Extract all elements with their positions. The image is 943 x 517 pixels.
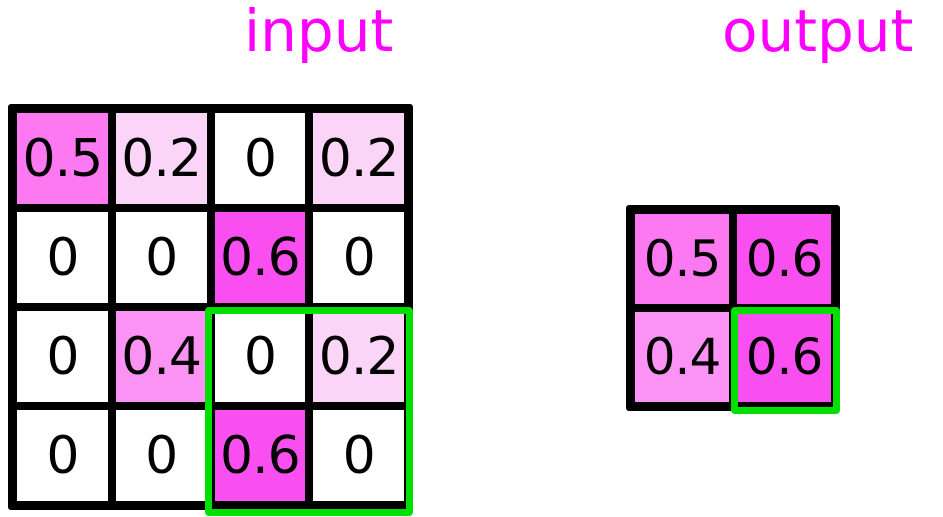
input-cell-value: 0 xyxy=(243,128,277,189)
input-cell-r2-c0: 0 xyxy=(17,311,108,402)
input-cell-r1-c2: 0.6 xyxy=(214,212,306,303)
input-cell-r0-c3: 0.2 xyxy=(313,113,404,204)
input-cell-value: 0.5 xyxy=(22,128,104,189)
input-cell-value: 0 xyxy=(342,425,376,486)
input-cell-value: 0 xyxy=(46,425,79,486)
output-cell-r0-c1: 0.6 xyxy=(737,214,831,304)
input-cell-value: 0.6 xyxy=(220,425,301,486)
input-cell-value: 0 xyxy=(145,425,178,486)
output-cell-value: 0.5 xyxy=(643,230,722,288)
output-cell-value: 0.6 xyxy=(745,230,824,288)
output-panel-title: output xyxy=(722,0,914,65)
input-matrix-grid: 0.5 0.2 0 0.2 0 0 0.6 0 0 0.4 0 0.2 0 0 0.6 0 xyxy=(8,104,413,510)
input-cell-r2-c3: 0.2 xyxy=(313,311,404,402)
output-matrix-grid: 0.5 0.6 0.4 0.6 xyxy=(626,205,840,411)
input-cell-r3-c2: 0.6 xyxy=(214,410,306,501)
input-cell-value: 0.4 xyxy=(121,326,202,387)
input-cell-value: 0.2 xyxy=(318,326,400,387)
input-cell-value: 0.6 xyxy=(220,227,301,288)
input-cell-r2-c2: 0 xyxy=(214,311,306,402)
input-cell-r0-c1: 0.2 xyxy=(115,113,207,204)
input-cell-value: 0 xyxy=(342,227,376,288)
input-cell-r3-c3: 0 xyxy=(313,410,404,501)
input-cell-r2-c1: 0.4 xyxy=(115,311,207,402)
input-panel-title: input xyxy=(244,0,394,65)
input-cell-value: 0 xyxy=(243,326,277,387)
output-cell-value: 0.4 xyxy=(643,328,722,386)
input-cell-r3-c1: 0 xyxy=(115,410,207,501)
input-cell-r1-c3: 0 xyxy=(313,212,404,303)
input-cell-value: 0 xyxy=(145,227,178,288)
input-cell-r1-c1: 0 xyxy=(115,212,207,303)
input-cell-value: 0.2 xyxy=(121,128,202,189)
input-cell-r3-c0: 0 xyxy=(17,410,108,501)
input-cell-r0-c2: 0 xyxy=(214,113,306,204)
input-cell-value: 0 xyxy=(46,326,79,387)
output-cell-r1-c0: 0.4 xyxy=(635,312,729,402)
input-cell-value: 0.2 xyxy=(318,128,400,189)
input-cell-value: 0 xyxy=(46,227,79,288)
output-cell-r0-c0: 0.5 xyxy=(635,214,729,304)
input-cell-r0-c0: 0.5 xyxy=(17,113,108,204)
output-cell-value: 0.6 xyxy=(745,328,824,386)
output-cell-r1-c1: 0.6 xyxy=(737,312,831,402)
input-cell-r1-c0: 0 xyxy=(17,212,108,303)
